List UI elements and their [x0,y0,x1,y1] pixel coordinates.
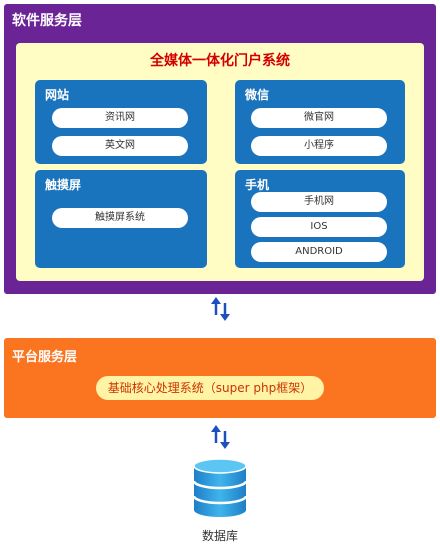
mobile-item-android: ANDROID [251,242,387,262]
panel-mobile-title: 手机 [245,178,270,192]
panel-wechat-title: 微信 [245,88,270,102]
panel-website-title: 网站 [45,88,70,102]
bidirectional-arrow-icon [211,297,230,321]
panel-touchscreen-title: 触摸屏 [45,178,82,192]
mobile-item-ios: IOS [251,217,387,237]
bidirectional-arrow-icon [211,425,230,449]
website-item-english: 英文网 [52,136,188,156]
database-icon [192,458,248,517]
mobile-item-web: 手机网 [251,192,387,212]
wechat-item-microsite: 微官网 [251,108,387,128]
software-layer-title: 软件服务层 [12,13,82,29]
portal-system-title: 全媒体一体化门户系统 [150,53,290,69]
platform-layer-title: 平台服务层 [12,350,78,365]
database-label: 数据库 [201,529,238,543]
touchscreen-item-system: 触摸屏系统 [52,208,188,228]
website-item-news: 资讯网 [52,108,188,128]
wechat-item-miniprogram: 小程序 [251,136,387,156]
core-processing-system: 基础核心处理系统（super php框架） [96,376,324,400]
